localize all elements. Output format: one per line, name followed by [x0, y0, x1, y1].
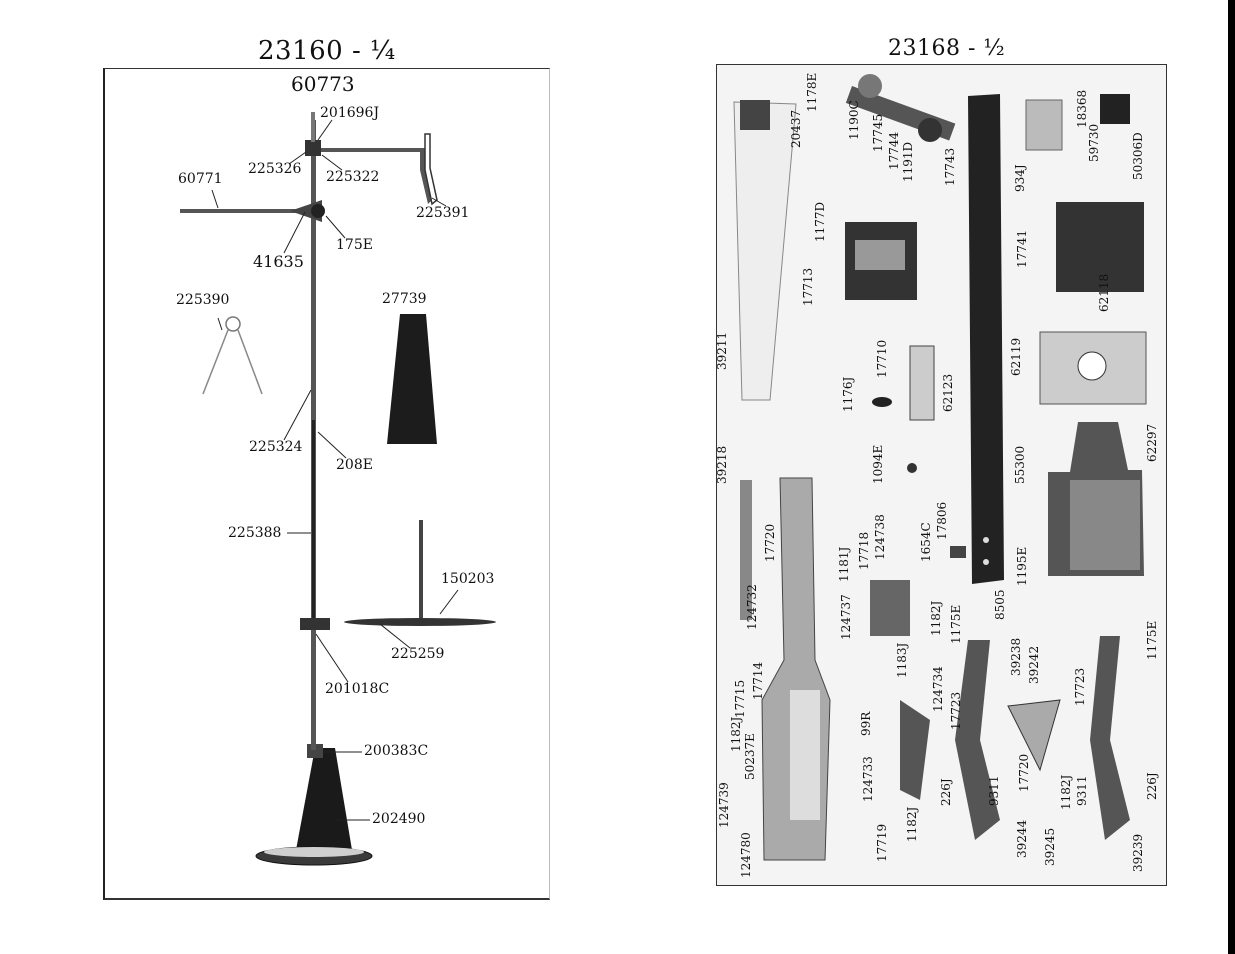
part-label: 1175E [1145, 620, 1159, 660]
long-tool [733, 101, 797, 401]
part-label: 17720 [1017, 753, 1031, 792]
part-label: 39218 [715, 445, 729, 484]
part-label: 59730 [1087, 123, 1101, 162]
part-label: 17723 [1073, 667, 1087, 706]
part-label: 99R [859, 711, 873, 736]
part-label: 124739 [717, 782, 731, 828]
part-label: 1195E [1015, 546, 1029, 586]
part-label: 225391 [416, 205, 470, 221]
part-label: 20437 [789, 109, 803, 148]
right-page-title: 23168 - ½ [888, 36, 1006, 61]
part-label: 150203 [441, 571, 495, 587]
part-label: 200383C [364, 743, 429, 759]
part-label: 1191D [901, 141, 915, 182]
part-label: 50237E [743, 733, 757, 780]
part-label: 124737 [839, 594, 853, 640]
part-label: 1654C [919, 522, 933, 562]
part-label: 50306D [1131, 132, 1145, 180]
part-label: 1190C [847, 100, 861, 140]
page-edge-bar [1228, 0, 1235, 954]
part-label: 175E [336, 237, 373, 253]
part-label: 17745 [871, 113, 885, 152]
part-label: 39244 [1015, 819, 1029, 858]
part-label: 225388 [228, 525, 282, 541]
part-label: 62297 [1145, 423, 1159, 462]
left-page-title: 23160 - ¼ [258, 36, 396, 66]
part-label: 39242 [1027, 645, 1041, 684]
part-label: 62123 [941, 373, 955, 412]
part-label: 124733 [861, 756, 875, 802]
part-label: 226J [939, 778, 953, 806]
long-bar [968, 94, 1004, 584]
part-label: 1178E [805, 72, 819, 112]
part-label: 1182J [929, 600, 943, 636]
spool-stand-base [296, 748, 352, 850]
part-label: 225259 [391, 646, 445, 662]
part-label: 39239 [1131, 833, 1145, 872]
part-label: 1182J [729, 716, 743, 752]
part-label: 225324 [249, 439, 303, 455]
part-label: 124738 [873, 514, 887, 560]
part-label: 1177D [813, 201, 827, 242]
part-label: 17715 [733, 679, 747, 718]
part-label: 17710 [875, 339, 889, 378]
part-label: 9311 [987, 775, 1001, 806]
part-label: 934J [1013, 164, 1027, 192]
part-label: 18368 [1075, 89, 1089, 128]
part-label: 201018C [325, 681, 390, 697]
part-label: 17720 [763, 523, 777, 562]
part-label: 1183J [895, 642, 909, 678]
part-label: 225322 [326, 169, 380, 185]
left-diagram-frame [103, 68, 550, 900]
part-label: 1176J [841, 376, 855, 412]
part-label: 208E [336, 457, 373, 473]
part-label: 225390 [176, 292, 230, 308]
part-label: 17723 [949, 691, 963, 730]
part-label: 17744 [887, 131, 901, 170]
part-label: 17743 [943, 147, 957, 186]
part-label: 62119 [1009, 337, 1023, 376]
part-label: 201696J [320, 105, 380, 121]
thread-cone [387, 314, 437, 444]
part-label: 225326 [248, 161, 302, 177]
part-label: 17714 [751, 661, 765, 700]
part-label: 124734 [931, 666, 945, 712]
part-label: 27739 [382, 291, 427, 307]
part-label: 124732 [745, 584, 759, 630]
part-label: 62118 [1097, 273, 1111, 312]
part-label: 9311 [1075, 775, 1089, 806]
part-label: 17741 [1015, 229, 1029, 268]
part-label: 17718 [857, 531, 871, 570]
part-label: 60771 [178, 171, 223, 187]
part-label: 17713 [801, 267, 815, 306]
part-label: 17806 [935, 501, 949, 540]
part-label: 124780 [739, 832, 753, 878]
part-label: 1175E [949, 604, 963, 644]
part-label: 1182J [905, 806, 919, 842]
part-label: 202490 [372, 811, 426, 827]
left-page-subtitle: 60773 [291, 72, 355, 96]
part-label: 39245 [1043, 827, 1057, 866]
part-label: 1094E [871, 444, 885, 484]
part-label: 39211 [715, 331, 729, 370]
part-label: 1181J [837, 546, 851, 582]
part-label: 1182J [1059, 774, 1073, 810]
part-label: 41635 [253, 252, 304, 271]
part-label: 8505 [993, 589, 1007, 620]
part-label: 226J [1145, 772, 1159, 800]
part-label: 39238 [1009, 637, 1023, 676]
part-label: 17719 [875, 823, 889, 862]
part-label: 55300 [1013, 445, 1027, 484]
